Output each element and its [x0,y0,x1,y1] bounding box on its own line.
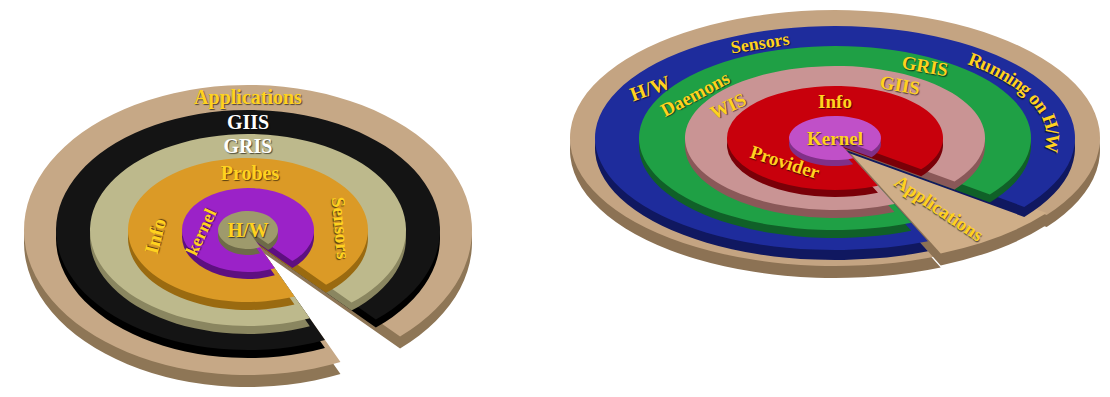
ring-top [595,26,1075,250]
ring-band: GRISProbesInfoSensorskernelH/W [90,134,406,326]
disc-top [570,10,1100,266]
ring-top [789,116,881,160]
ring-band: WISGIISInfoProviderKernel [685,66,985,210]
ring-band: Kernel [789,116,881,160]
ring-band: ApplicationsGIISGRISProbesInfoSensorsker… [24,85,472,375]
ring-top [727,86,943,190]
ring-top [56,110,440,350]
ring-top [24,85,472,375]
ring-band: kernelH/W [182,188,314,272]
ring-band: ProbesInfoSensorskernelH/W [128,158,368,302]
ring-label: Sensors [329,196,353,260]
ring-top [218,211,278,249]
ring-top [182,188,314,272]
ring-label: Info [818,92,852,111]
ring-band: H/W [218,211,278,249]
ring-top [128,158,368,302]
ring-band: H/WSensorsRunning on H/WDaemonsGRISWISGI… [595,26,1075,250]
ring-top [90,134,406,326]
ring-label: GIIS [227,112,269,132]
ring-top [685,66,985,210]
ring-label-letter: W [1042,133,1063,154]
ring-band: GIISGRISProbesInfoSensorskernelH/W [56,110,440,350]
ring-label: H/W [227,220,268,240]
ring-band: InfoProviderKernel [727,86,943,190]
ring-top [639,46,1031,230]
ring-band: DaemonsGRISWISGIISInfoProviderKernel [639,46,1031,230]
ring-label: Probes [221,163,280,183]
ring-label: Applications [194,87,302,107]
ring-label: Kernel [807,129,863,148]
ring-label: GRIS [224,136,273,156]
